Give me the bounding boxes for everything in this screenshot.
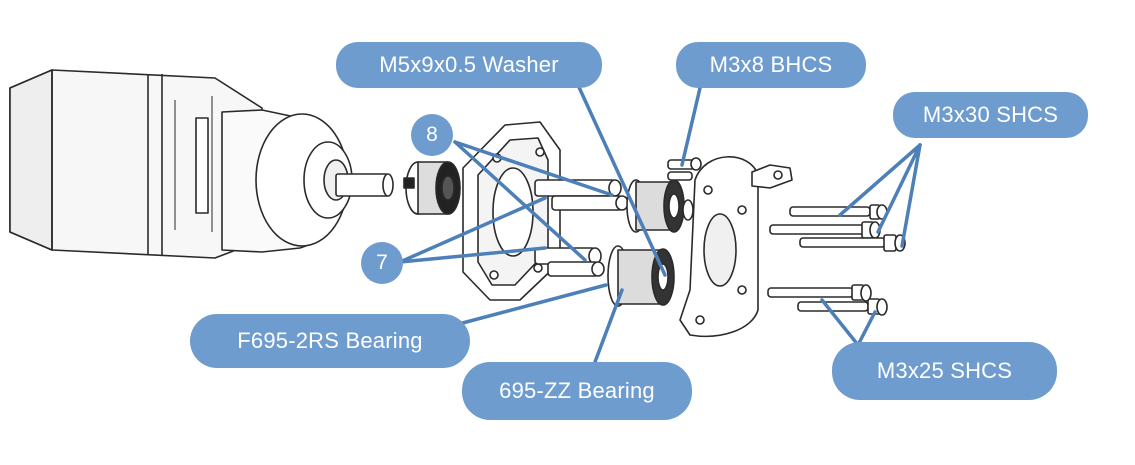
leader-shcs30-c	[900, 143, 922, 248]
gt2-pulley	[403, 161, 461, 215]
leader-shcs25-a	[820, 298, 860, 347]
label-m5x9x0-5-washer: M5x9x0.5 Washer	[336, 42, 602, 88]
leader-f695	[453, 283, 608, 327]
upper-bearing	[626, 179, 694, 233]
leader-8-a	[453, 140, 614, 197]
m3x25-shcs-screws	[767, 284, 888, 316]
leader-shcs25-b	[856, 310, 877, 347]
label-number-7: 7	[361, 242, 403, 284]
m3x30-shcs-screws	[769, 204, 906, 252]
idler-arm-plate	[679, 156, 793, 338]
label-f695-2rs-bearing: F695-2RS Bearing	[190, 314, 470, 368]
label-m3x25-shcs: M3x25 SHCS	[832, 342, 1057, 400]
leader-shcs30-b	[876, 143, 922, 234]
leader-washer	[576, 83, 667, 277]
leader-shcs30-a	[838, 143, 922, 217]
leader-lines	[398, 83, 922, 364]
leader-7-a	[398, 196, 547, 264]
leader-8-b	[453, 140, 587, 262]
leader-bhcs	[680, 86, 702, 167]
label-m3x8-bhcs: M3x8 BHCS	[676, 42, 866, 88]
label-695-zz-bearing: 695-ZZ Bearing	[462, 362, 692, 420]
label-number-8: 8	[411, 114, 453, 156]
leader-7-b	[398, 246, 547, 264]
leader-695zz	[593, 288, 624, 364]
standoffs	[534, 179, 629, 277]
stepper-motor	[9, 69, 394, 259]
label-m3x30-shcs: M3x30 SHCS	[893, 92, 1088, 138]
